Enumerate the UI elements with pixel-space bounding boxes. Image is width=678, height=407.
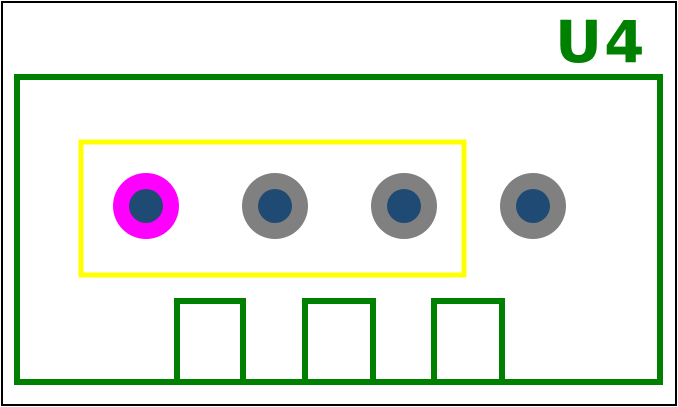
pad-drill-hole [516, 189, 550, 223]
pad-4[interactable] [500, 173, 566, 239]
pad-group [113, 173, 566, 239]
pad-drill-hole [129, 189, 163, 223]
pad-drill-hole [258, 189, 292, 223]
pad-1[interactable] [113, 173, 179, 239]
silkscreen-body-outline [14, 74, 663, 385]
pad-drill-hole [387, 189, 421, 223]
mounting-tab [174, 298, 246, 382]
courtyard-outline [78, 139, 467, 278]
pad-3[interactable] [371, 173, 437, 239]
reference-designator: U4 [555, 8, 646, 76]
tab-group [174, 298, 505, 382]
pad-2[interactable] [242, 173, 308, 239]
mounting-tab [302, 298, 376, 382]
mounting-tab [431, 298, 505, 382]
